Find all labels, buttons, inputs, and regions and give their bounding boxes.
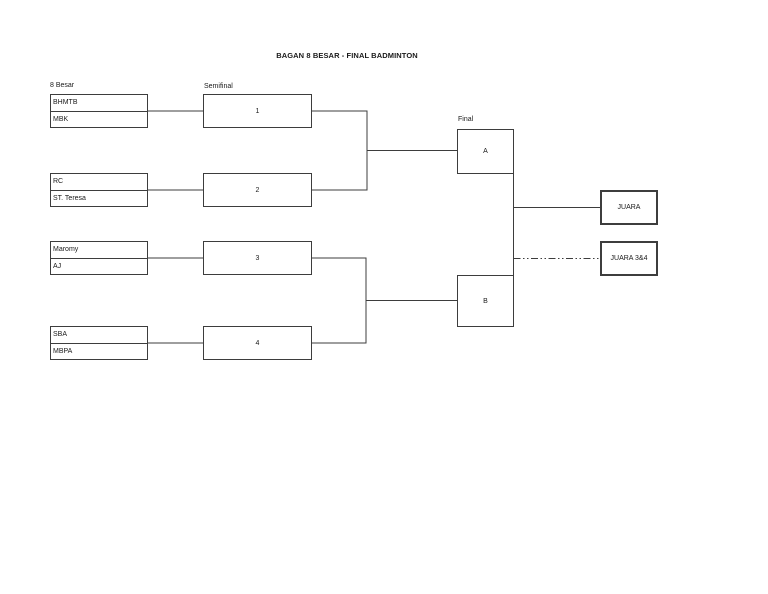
semifinal-match-3: 3 — [203, 241, 312, 275]
team-name: RC — [51, 174, 147, 191]
round-label-8-besar: 8 Besar — [50, 82, 75, 89]
bracket-title: BAGAN 8 BESAR - FINAL BADMINTON — [276, 51, 418, 60]
team-name: MBK — [53, 116, 69, 123]
pair-box-2: RC ST. Teresa — [50, 173, 148, 207]
team-name: SBA — [51, 327, 147, 344]
connector-sf1-sf2-join — [312, 110, 368, 191]
pair-box-4: SBA MBPA — [50, 326, 148, 360]
semifinal-match-2: 2 — [203, 173, 312, 207]
semifinal-match-4: 4 — [203, 326, 312, 360]
round-label-semifinal: Semifinal — [204, 83, 233, 90]
team-name: Maromy — [51, 242, 147, 259]
final-match-b: B — [457, 275, 514, 327]
pair-box-1: BHMTB MBK — [50, 94, 148, 128]
champion-box: JUARA — [600, 190, 658, 225]
final-match-a: A — [457, 129, 514, 174]
third-place-box: JUARA 3&4 — [600, 241, 658, 276]
connector-sf3-sf4-join — [312, 257, 367, 344]
semifinal-match-1: 1 — [203, 94, 312, 128]
round-label-final: Final — [458, 116, 474, 123]
team-name: AJ — [53, 263, 62, 270]
team-name: ST. Teresa — [53, 195, 86, 202]
team-name: MBPA — [53, 348, 73, 355]
pair-box-3: Maromy AJ — [50, 241, 148, 275]
team-name: BHMTB — [51, 95, 147, 112]
